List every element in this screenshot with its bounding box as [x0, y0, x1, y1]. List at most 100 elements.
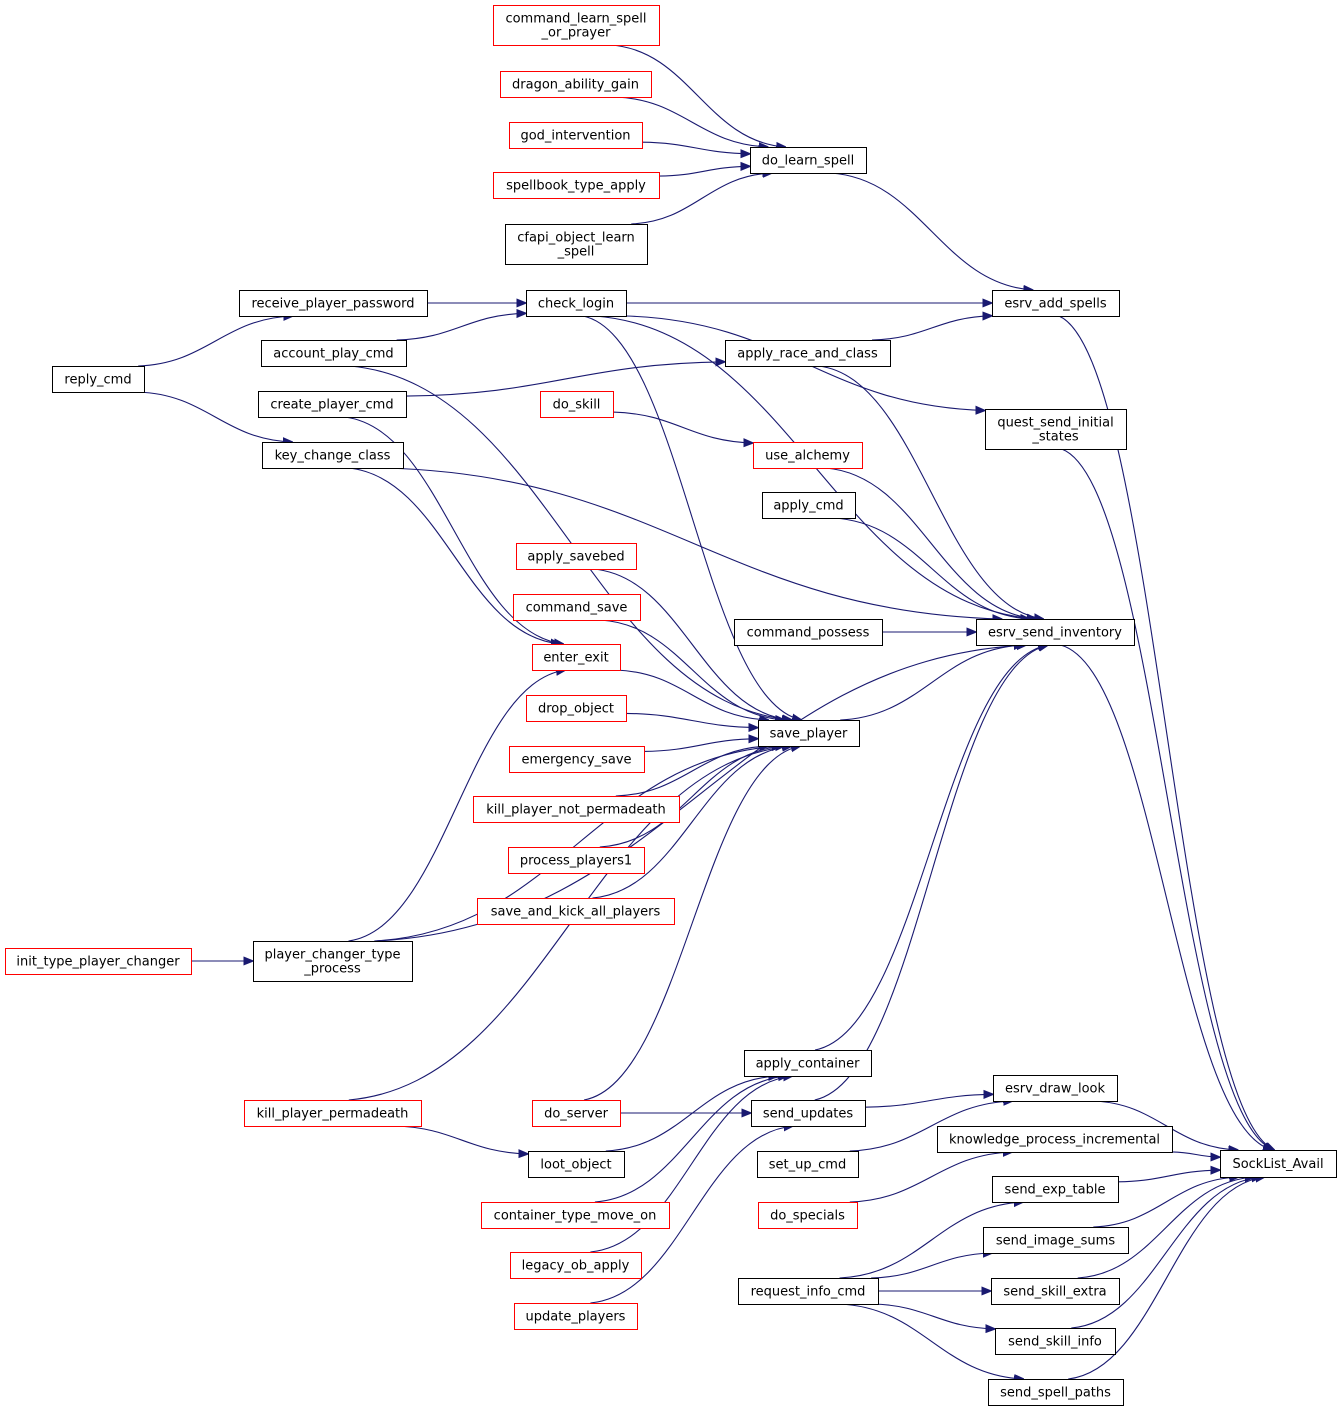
node-cmd_save[interactable]: command_save: [513, 594, 641, 621]
node-quest[interactable]: quest_send_initial_states: [985, 409, 1127, 450]
node-box-knowledge[interactable]: [937, 1126, 1173, 1153]
node-box-pc_process[interactable]: [253, 941, 413, 982]
node-cmd_learn[interactable]: command_learn_spell_or_prayer: [493, 5, 660, 46]
node-use_alch[interactable]: use_alchemy: [753, 442, 863, 469]
node-box-set_up[interactable]: [757, 1151, 859, 1178]
node-spellbook[interactable]: spellbook_type_apply: [493, 172, 660, 199]
node-box-create_player[interactable]: [258, 391, 407, 418]
node-box-acct_play[interactable]: [261, 340, 407, 367]
node-box-reply_cmd[interactable]: [52, 366, 145, 393]
node-dragon[interactable]: dragon_ability_gain: [500, 71, 652, 98]
node-pc_process[interactable]: player_changer_type_process: [253, 941, 413, 982]
node-box-check_login[interactable]: [526, 290, 627, 317]
node-box-save_player[interactable]: [758, 720, 860, 747]
node-box-send_image[interactable]: [983, 1227, 1129, 1254]
node-box-legacy[interactable]: [510, 1252, 642, 1279]
node-box-enter_exit[interactable]: [532, 644, 621, 671]
node-knowledge[interactable]: knowledge_process_incremental: [937, 1126, 1173, 1153]
node-box-send_skill_extra[interactable]: [991, 1278, 1120, 1305]
node-container_move[interactable]: container_type_move_on: [481, 1202, 670, 1229]
node-box-key_change[interactable]: [262, 442, 404, 469]
node-box-proc_players[interactable]: [508, 847, 645, 874]
node-box-cfapi[interactable]: [505, 224, 648, 265]
node-box-use_alch[interactable]: [753, 442, 863, 469]
node-send_skill_extra[interactable]: send_skill_extra: [991, 1278, 1120, 1305]
node-box-do_skill[interactable]: [540, 391, 614, 418]
node-box-kill_pp[interactable]: [244, 1100, 422, 1127]
node-box-sock[interactable]: [1220, 1150, 1337, 1178]
node-check_login[interactable]: check_login: [526, 290, 627, 317]
node-box-recv_pw[interactable]: [239, 290, 428, 317]
node-box-dragon[interactable]: [500, 71, 652, 98]
node-esrv_inv[interactable]: esrv_send_inventory: [976, 619, 1135, 646]
node-box-send_exp[interactable]: [992, 1176, 1119, 1203]
node-enter_exit[interactable]: enter_exit: [532, 644, 621, 671]
node-save_kick[interactable]: save_and_kick_all_players: [477, 898, 675, 925]
node-box-kill_np[interactable]: [473, 796, 680, 823]
node-cmd_possess[interactable]: command_possess: [734, 619, 883, 646]
node-apply_savebed[interactable]: apply_savebed: [516, 543, 637, 570]
node-create_player[interactable]: create_player_cmd: [258, 391, 407, 418]
node-reply_cmd[interactable]: reply_cmd: [52, 366, 145, 393]
node-box-esrv_inv[interactable]: [976, 619, 1135, 646]
node-cfapi[interactable]: cfapi_object_learn_spell: [505, 224, 648, 265]
node-init_type[interactable]: init_type_player_changer: [5, 948, 192, 975]
node-send_exp[interactable]: send_exp_table: [992, 1176, 1119, 1203]
node-box-cmd_possess[interactable]: [734, 619, 883, 646]
node-box-update_players[interactable]: [514, 1303, 638, 1330]
node-box-quest[interactable]: [985, 409, 1127, 450]
node-box-init_type[interactable]: [5, 948, 192, 975]
node-apply_container[interactable]: apply_container: [744, 1050, 872, 1077]
node-box-do_server[interactable]: [532, 1100, 621, 1127]
node-sock[interactable]: SockList_Avail: [1220, 1150, 1337, 1178]
node-legacy[interactable]: legacy_ob_apply: [510, 1252, 642, 1279]
node-box-container_move[interactable]: [481, 1202, 670, 1229]
node-drop_obj[interactable]: drop_object: [526, 695, 627, 722]
node-box-esrv_add[interactable]: [992, 290, 1120, 317]
node-do_server[interactable]: do_server: [532, 1100, 621, 1127]
node-send_skill_info[interactable]: send_skill_info: [995, 1328, 1116, 1355]
node-key_change[interactable]: key_change_class: [262, 442, 404, 469]
node-box-send_updates[interactable]: [751, 1100, 866, 1127]
node-box-loot[interactable]: [528, 1151, 625, 1178]
node-save_player[interactable]: save_player: [758, 720, 860, 747]
node-send_spell_paths[interactable]: send_spell_paths: [988, 1379, 1124, 1406]
node-kill_pp[interactable]: kill_player_permadeath: [244, 1100, 422, 1127]
node-esrv_add[interactable]: esrv_add_spells: [992, 290, 1120, 317]
node-do_skill[interactable]: do_skill: [540, 391, 614, 418]
node-update_players[interactable]: update_players: [514, 1303, 638, 1330]
node-apply_cmd[interactable]: apply_cmd: [762, 492, 856, 519]
node-box-apply_cmd[interactable]: [762, 492, 856, 519]
node-box-cmd_save[interactable]: [513, 594, 641, 621]
node-box-send_spell_paths[interactable]: [988, 1379, 1124, 1406]
node-set_up[interactable]: set_up_cmd: [757, 1151, 859, 1178]
node-box-apply_race[interactable]: [725, 340, 891, 367]
node-request_info[interactable]: request_info_cmd: [738, 1278, 879, 1305]
node-box-apply_savebed[interactable]: [516, 543, 637, 570]
node-loot[interactable]: loot_object: [528, 1151, 625, 1178]
node-box-drop_obj[interactable]: [526, 695, 627, 722]
node-box-do_learn[interactable]: [750, 147, 867, 174]
node-box-apply_container[interactable]: [744, 1050, 872, 1077]
node-do_specials[interactable]: do_specials: [758, 1202, 858, 1229]
node-box-cmd_learn[interactable]: [493, 5, 660, 46]
node-box-do_specials[interactable]: [758, 1202, 858, 1229]
node-box-request_info[interactable]: [738, 1278, 879, 1305]
node-box-esrv_draw[interactable]: [993, 1075, 1118, 1102]
node-send_updates[interactable]: send_updates: [751, 1100, 866, 1127]
node-proc_players[interactable]: process_players1: [508, 847, 645, 874]
node-esrv_draw[interactable]: esrv_draw_look: [993, 1075, 1118, 1102]
node-apply_race[interactable]: apply_race_and_class: [725, 340, 891, 367]
node-send_image[interactable]: send_image_sums: [983, 1227, 1129, 1254]
node-box-god[interactable]: [509, 122, 643, 149]
node-box-spellbook[interactable]: [493, 172, 660, 199]
node-kill_np[interactable]: kill_player_not_permadeath: [473, 796, 680, 823]
node-box-save_kick[interactable]: [477, 898, 675, 925]
node-acct_play[interactable]: account_play_cmd: [261, 340, 407, 367]
node-god[interactable]: god_intervention: [509, 122, 643, 149]
node-recv_pw[interactable]: receive_player_password: [239, 290, 428, 317]
node-emerg_save[interactable]: emergency_save: [509, 746, 645, 773]
node-box-emerg_save[interactable]: [509, 746, 645, 773]
node-do_learn[interactable]: do_learn_spell: [750, 147, 867, 174]
node-box-send_skill_info[interactable]: [995, 1328, 1116, 1355]
